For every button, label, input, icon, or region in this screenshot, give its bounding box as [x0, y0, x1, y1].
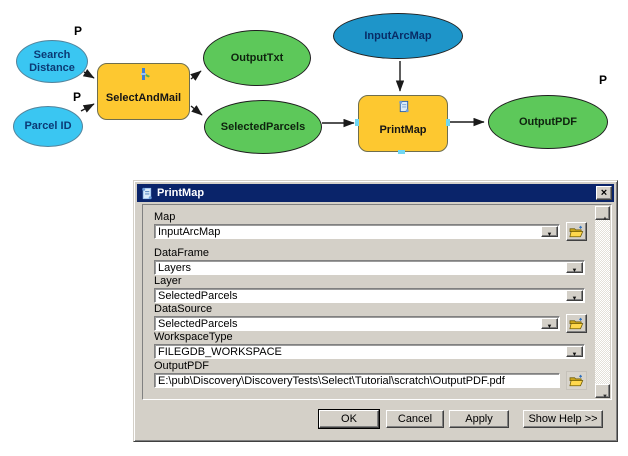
chevron-down-icon: ▼ — [571, 352, 578, 358]
model-node-print-map[interactable]: PrintMap — [358, 95, 448, 152]
script-scroll-icon — [140, 187, 153, 200]
dataframe-value: Layers — [158, 262, 192, 274]
datasource-value: SelectedParcels — [158, 318, 238, 330]
chevron-down-icon: ▼ — [571, 268, 578, 274]
connector-arrows — [80, 61, 485, 128]
open-folder-plus-icon — [569, 225, 584, 238]
parameter-marker: P — [74, 24, 83, 38]
model-node-search-distance[interactable]: Search Distance — [16, 40, 88, 83]
printmap-dialog: PrintMap × Map InputArcMap ▼ DataFrame — [133, 180, 618, 442]
outputpdf-value: E:\pub\Discovery\DiscoveryTests\Select\T… — [158, 375, 505, 387]
node-label: SelectedParcels — [220, 120, 306, 133]
node-label: Parcel ID — [24, 120, 72, 133]
layer-dropdown-button[interactable]: ▼ — [566, 290, 583, 302]
script-scroll-icon — [397, 100, 410, 113]
datasource-combobox[interactable]: SelectedParcels ▼ — [154, 316, 560, 331]
model-node-parcel-id[interactable]: Parcel ID — [13, 106, 83, 147]
map-label: Map — [154, 211, 176, 223]
workspacetype-value: FILEGDB_WORKSPACE — [158, 346, 282, 358]
parameter-marker: P — [73, 90, 82, 104]
outputpdf-browse-button[interactable] — [566, 371, 587, 390]
layer-value: SelectedParcels — [158, 290, 238, 302]
workspacetype-combobox[interactable]: FILEGDB_WORKSPACE ▼ — [154, 344, 585, 359]
datasource-label: DataSource — [154, 303, 213, 315]
parameter-marker: P — [599, 73, 608, 87]
node-label: OutputTxt — [230, 51, 284, 64]
map-browse-button[interactable] — [566, 222, 587, 241]
open-folder-plus-icon — [569, 374, 584, 387]
dataframe-dropdown-button[interactable]: ▼ — [566, 262, 583, 274]
model-node-selected-parcels[interactable]: SelectedParcels — [204, 100, 322, 154]
model-node-output-txt[interactable]: OutputTxt — [203, 30, 311, 86]
map-value: InputArcMap — [158, 226, 221, 238]
close-icon: × — [600, 187, 608, 199]
outputpdf-label: OutputPDF — [154, 360, 210, 372]
scroll-up-button[interactable]: ▲ — [595, 206, 610, 222]
node-label: InputArcMap — [364, 29, 432, 42]
dialog-titlebar[interactable]: PrintMap × — [137, 184, 614, 202]
open-folder-plus-icon — [569, 317, 584, 330]
node-label: PrintMap — [379, 124, 427, 136]
model-node-input-arcmap[interactable]: InputArcMap — [333, 13, 463, 59]
dialog-title: PrintMap — [157, 187, 205, 199]
parameters-panel: Map InputArcMap ▼ DataFrame Layers ▼ Lay… — [142, 204, 612, 400]
layer-label: Layer — [154, 275, 182, 287]
map-dropdown-button[interactable]: ▼ — [541, 226, 558, 238]
connection-handle — [446, 119, 450, 126]
datasource-dropdown-button[interactable]: ▼ — [541, 318, 558, 330]
chevron-down-icon: ▼ — [546, 232, 553, 238]
connection-handle — [398, 150, 405, 154]
node-label: Search Distance — [29, 49, 75, 74]
workspacetype-dropdown-button[interactable]: ▼ — [566, 346, 583, 358]
layer-combobox[interactable]: SelectedParcels ▼ — [154, 288, 585, 303]
vertical-scrollbar[interactable]: ▲ ▼ — [595, 206, 610, 400]
chevron-down-icon: ▼ — [546, 324, 553, 330]
apply-button[interactable]: Apply — [449, 410, 509, 428]
node-label: SelectAndMail — [105, 92, 182, 104]
arrow-down-icon: ▼ — [602, 394, 608, 400]
workspacetype-label: WorkspaceType — [154, 331, 233, 343]
arrow-up-icon: ▲ — [602, 216, 608, 222]
close-button[interactable]: × — [596, 186, 612, 200]
model-node-select-and-mail[interactable]: SelectAndMail — [97, 63, 190, 120]
dataframe-label: DataFrame — [154, 247, 210, 259]
show-help-button[interactable]: Show Help >> — [523, 410, 603, 428]
cancel-button[interactable]: Cancel — [386, 410, 444, 428]
scroll-down-button[interactable]: ▼ — [595, 384, 610, 400]
ok-button[interactable]: OK — [319, 410, 379, 428]
map-combobox[interactable]: InputArcMap ▼ — [154, 224, 560, 239]
connection-handle — [355, 119, 359, 126]
model-tool-icon — [137, 68, 150, 81]
datasource-browse-button[interactable] — [566, 314, 587, 333]
model-node-output-pdf[interactable]: OutputPDF — [488, 95, 608, 149]
dataframe-combobox[interactable]: Layers ▼ — [154, 260, 585, 275]
node-label: OutputPDF — [518, 115, 578, 128]
outputpdf-textbox[interactable]: E:\pub\Discovery\DiscoveryTests\Select\T… — [154, 373, 560, 388]
modelbuilder-diagram: Search Distance P Parcel ID P SelectAndM… — [0, 0, 628, 178]
chevron-down-icon: ▼ — [571, 296, 578, 302]
